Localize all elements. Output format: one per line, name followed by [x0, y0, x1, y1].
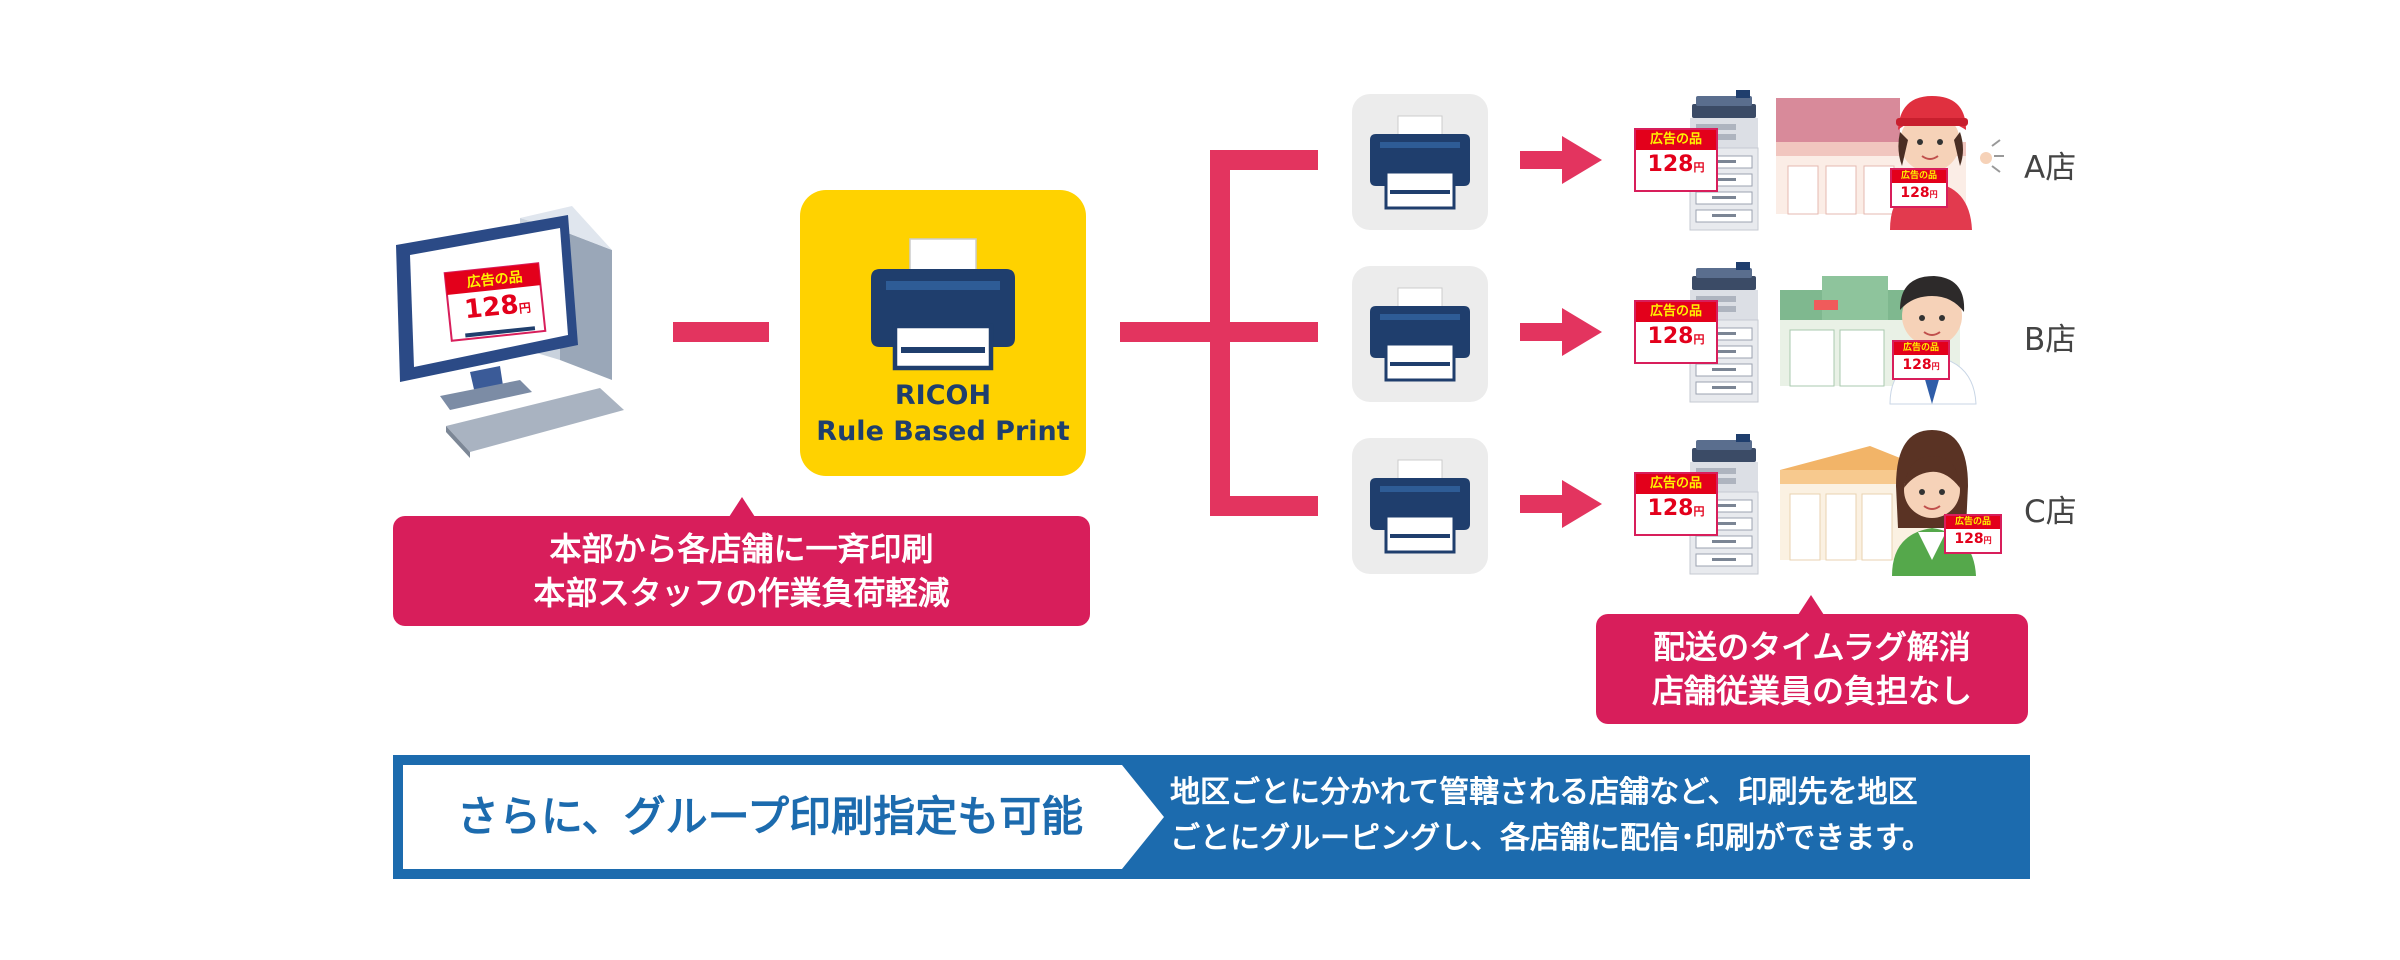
store-tag-top: 広告の品 — [1892, 170, 1946, 183]
ricoh-printer-icon — [871, 238, 1015, 371]
arrow-to-store-b — [1520, 308, 1602, 356]
banner-line1: 地区ごとに分かれて管轄される店舗など、印刷先を地区 — [1170, 775, 1918, 810]
distribution-bracket — [1210, 150, 1318, 516]
callout-hq-line2: 本部スタッフの作業負荷軽減 — [533, 574, 950, 612]
store-tag-top: 広告の品 — [1946, 516, 2000, 529]
banner-description: 地区ごとに分かれて管轄される店舗など、印刷先を地区 ごとにグルーピングし、各店舗… — [1170, 770, 2010, 862]
store-tag-top: 広告の品 — [1636, 474, 1716, 494]
store-tag-top: 広告の品 — [1636, 130, 1716, 150]
store-printer-a — [1352, 94, 1488, 230]
staff-c-handheld-tag: 広告の品 128円 — [1944, 514, 2002, 554]
store-label-a: A店 — [2024, 150, 2077, 186]
store-tag-price: 128 — [1647, 496, 1694, 521]
store-b-illustration — [1689, 261, 1977, 405]
pc-price-tag-text: 広告の品 128円 — [449, 265, 545, 338]
callout-store-tail — [1798, 595, 1824, 615]
store-tag-price: 128 — [1954, 531, 1984, 547]
banner-graphics — [393, 755, 2030, 879]
store-a-price-tag: 広告の品 128円 — [1634, 128, 1718, 192]
pc-tag-unit: 円 — [518, 300, 532, 316]
store-c-illustration — [1689, 430, 1976, 576]
store-tag-unit: 円 — [1693, 333, 1705, 346]
callout-store-line1: 配送のタイムラグ解消 — [1653, 628, 1971, 666]
store-tag-top: 広告の品 — [1894, 342, 1948, 355]
arrow-to-store-c — [1520, 480, 1602, 528]
ricoh-brand: RICOH — [894, 380, 992, 411]
pc-price-tag — [443, 262, 547, 342]
callout-hq: 本部から各店舗に一斉印刷 本部スタッフの作業負荷軽減 — [393, 516, 1090, 626]
store-tag-unit: 円 — [1929, 190, 1938, 199]
store-tag-top: 広告の品 — [1636, 302, 1716, 322]
ricoh-label: RICOH Rule Based Print — [800, 378, 1086, 450]
callout-store-line2: 店舗従業員の負担なし — [1651, 672, 1972, 710]
arrow-to-store-a — [1520, 136, 1602, 184]
connector-pc-to-ricoh — [673, 322, 769, 342]
store-tag-price: 128 — [1900, 185, 1930, 201]
pc-tag-price: 128 — [462, 289, 521, 326]
callout-hq-line1: 本部から各店舗に一斉印刷 — [549, 530, 934, 568]
store-a-illustration — [1689, 89, 2004, 231]
store-tag-price: 128 — [1647, 324, 1694, 349]
store-tag-unit: 円 — [1931, 362, 1940, 371]
store-tag-unit: 円 — [1983, 536, 1992, 545]
store-tag-price: 128 — [1647, 152, 1694, 177]
staff-a-handheld-tag: 広告の品 128円 — [1890, 168, 1948, 208]
staff-b-handheld-tag: 広告の品 128円 — [1892, 340, 1950, 380]
store-printer-b — [1352, 266, 1488, 402]
banner-line2: ごとにグルーピングし、各店舗に配信･印刷ができます。 — [1170, 821, 1932, 856]
store-b-price-tag: 広告の品 128円 — [1634, 300, 1718, 364]
store-c-price-tag: 広告の品 128円 — [1634, 472, 1718, 536]
store-printer-c — [1352, 438, 1488, 574]
callout-store: 配送のタイムラグ解消 店舗従業員の負担なし — [1596, 614, 2028, 724]
store-tag-price: 128 — [1902, 357, 1932, 373]
ricoh-product: Rule Based Print — [816, 416, 1070, 447]
store-tag-unit: 円 — [1693, 505, 1705, 518]
store-label-b: B店 — [2024, 322, 2077, 358]
banner-headline: さらに、グループ印刷指定も可能 — [456, 792, 1084, 841]
callout-hq-tail — [729, 497, 755, 517]
store-tag-unit: 円 — [1693, 161, 1705, 174]
store-label-c: C店 — [2024, 494, 2077, 530]
connector-ricoh-to-bracket — [1120, 322, 1212, 342]
